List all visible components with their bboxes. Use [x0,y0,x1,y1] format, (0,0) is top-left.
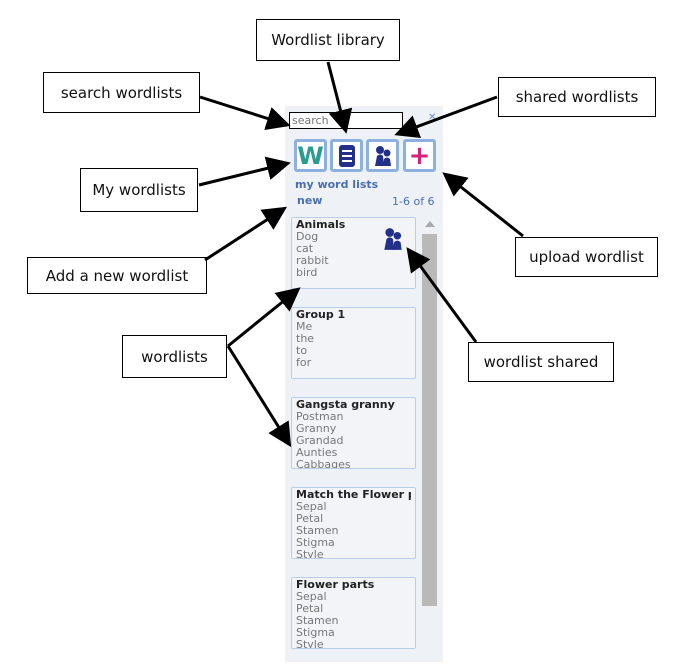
wordlist-title: Animals [296,219,346,231]
arrow [204,206,288,262]
wordlist-word: Granny [296,422,337,435]
arrow [226,345,292,448]
my-wordlists-button[interactable]: W [294,139,327,172]
wordlist-word: Grandad [296,434,344,447]
arrow [199,95,291,130]
wordlist-card[interactable]: Match the Flower p Sepal Petal Stamen St… [291,487,416,559]
wordlist-title: Flower parts [296,579,375,591]
wordlist-card[interactable]: Flower parts Sepal Petal Stamen Stigma S… [291,577,416,649]
wordlist-card[interactable]: Group 1 Me the to for [291,307,416,379]
wordlist-word: Postman [296,410,344,423]
callout-search-wordlists: search wordlists [43,72,200,113]
upload-wordlist-button[interactable]: + [403,139,436,172]
wordlist-card[interactable]: Gangsta granny Postman Granny Grandad Au… [291,397,416,469]
page-title: my word lists [295,178,379,191]
result-count: 1-6 of 6 [392,195,435,208]
book-icon [338,144,355,167]
wordlist-word: Style [296,638,324,649]
callout-wordlists: wordlists [122,335,227,378]
people-icon [374,145,391,166]
wordlist-word: Sepal [296,500,327,513]
callout-wordlist-shared: wordlist shared [468,342,614,382]
wordlist-word: Sepal [296,590,327,603]
callout-add-new-wordlist: Add a new wordlist [27,257,207,294]
callout-wordlist-library: Wordlist library [256,19,400,61]
wordlist-library-button[interactable] [330,139,363,172]
wordlist-word: Aunties [296,446,338,459]
arrow [406,247,478,343]
wordlist-word: the [296,332,315,345]
wordlist-word: Cabbages [296,458,351,469]
arrow [394,95,498,138]
wordlist-word: Me [296,320,313,333]
wordlist-word: for [296,356,312,369]
wordlist-word: Stamen [296,614,339,627]
shared-wordlists-button[interactable] [366,139,399,172]
arrow [326,61,353,134]
wordlist-word: to [296,344,308,357]
wordlist-word: bird [296,266,318,279]
arrow [198,156,291,187]
callout-my-wordlists: My wordlists [80,168,198,212]
wordlist-word: Style [296,548,324,559]
wordlist-title: Match the Flower p [296,489,411,501]
wordlist-word: Dog [296,230,319,243]
callout-upload-wordlist: upload wordlist [515,237,658,277]
new-wordlist-link[interactable]: new [297,194,323,207]
wordlist-word: Stigma [296,536,335,549]
wordlist-word: Stamen [296,524,339,537]
wordlist-title: Gangsta granny [296,399,395,411]
arrow [442,172,524,238]
wordlist-word: rabbit [296,254,329,267]
wordlist-title: Group 1 [296,309,346,321]
scroll-up-icon[interactable] [425,221,435,227]
scrollbar-thumb[interactable] [422,234,437,606]
wordlist-word: cat [296,242,314,255]
wordlist-word: Petal [296,602,324,615]
arrow [227,287,301,348]
wordlist-word: Stigma [296,626,335,639]
shared-badge-icon [384,228,402,250]
callout-shared-wordlists: shared wordlists [498,77,656,117]
wordlist-word: Petal [296,512,324,525]
clear-search-icon[interactable]: ✕ [428,112,437,123]
wordlist-panel [285,106,443,662]
wordlist-card[interactable]: Animals Dog cat rabbit bird [291,217,416,289]
